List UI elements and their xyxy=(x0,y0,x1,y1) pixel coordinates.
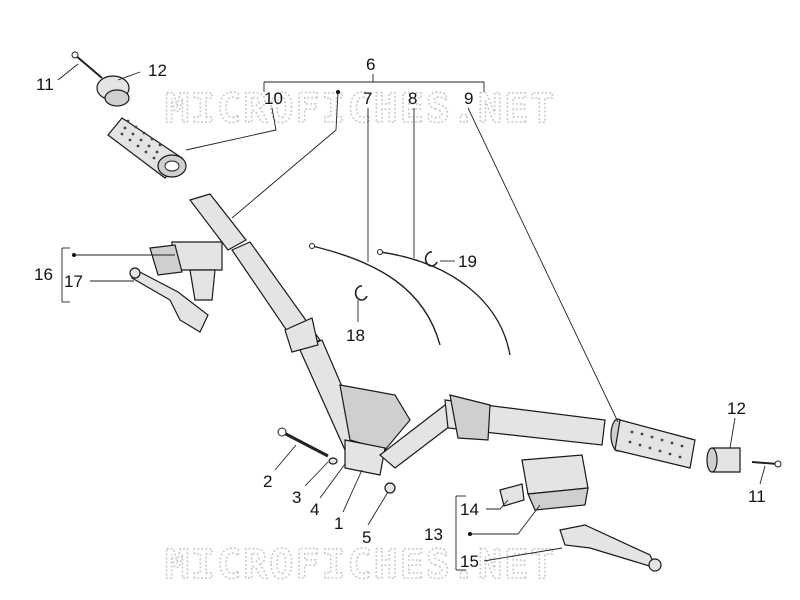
cable-end-1 xyxy=(309,243,315,249)
cable-end-2 xyxy=(377,249,383,255)
callout-15: 15 xyxy=(460,552,479,571)
cable-clip-18 xyxy=(354,285,368,301)
callout-4: 4 xyxy=(310,500,319,519)
callout-18: 18 xyxy=(346,326,365,345)
washer xyxy=(328,457,338,465)
callout-12-right: 12 xyxy=(727,399,746,418)
callout-14: 14 xyxy=(460,500,479,519)
callout-2: 2 xyxy=(263,472,272,491)
right-end-screw xyxy=(751,460,782,468)
left-brake-lever xyxy=(129,267,209,333)
left-end-screw xyxy=(71,51,103,79)
handlebar-right-tube xyxy=(379,394,606,469)
callout-8: 8 xyxy=(408,89,417,108)
callout-3: 3 xyxy=(292,488,301,507)
callout-6: 6 xyxy=(366,55,375,74)
right-master-cylinder xyxy=(521,454,589,511)
callout-11-right: 11 xyxy=(748,487,766,506)
callout-13: 13 xyxy=(424,525,443,544)
clamp-nut xyxy=(384,482,396,494)
cylinder-clamp xyxy=(499,483,525,507)
leader-lines xyxy=(57,63,766,571)
cable-clip-19 xyxy=(424,251,438,267)
right-grip xyxy=(610,418,696,469)
handlebar-center-bracket xyxy=(284,317,411,476)
watermark-top: MICROFICHES.NET xyxy=(165,86,556,132)
callout-10: 10 xyxy=(264,89,283,108)
callout-1: 1 xyxy=(334,514,343,533)
right-brake-lever xyxy=(559,524,662,572)
right-bar-end-weight xyxy=(706,447,741,473)
watermark-bottom: MICROFICHES.NET xyxy=(165,542,556,588)
handlebar-left-tube xyxy=(188,193,366,451)
callout-12-left: 12 xyxy=(148,61,167,80)
throttle-cable-1 xyxy=(311,245,441,346)
callout-5: 5 xyxy=(362,528,371,547)
clamp-bolt xyxy=(277,427,329,458)
left-bar-end-weight xyxy=(96,75,130,107)
callout-7: 7 xyxy=(363,89,372,108)
callout-17: 17 xyxy=(64,272,83,291)
callout-16: 16 xyxy=(34,265,53,284)
left-grip xyxy=(107,117,187,179)
callout-19: 19 xyxy=(458,252,477,271)
callout-9: 9 xyxy=(464,89,473,108)
left-master-cylinder xyxy=(149,241,223,301)
callout-11-left: 11 xyxy=(36,75,54,94)
throttle-cable-2 xyxy=(379,251,511,356)
